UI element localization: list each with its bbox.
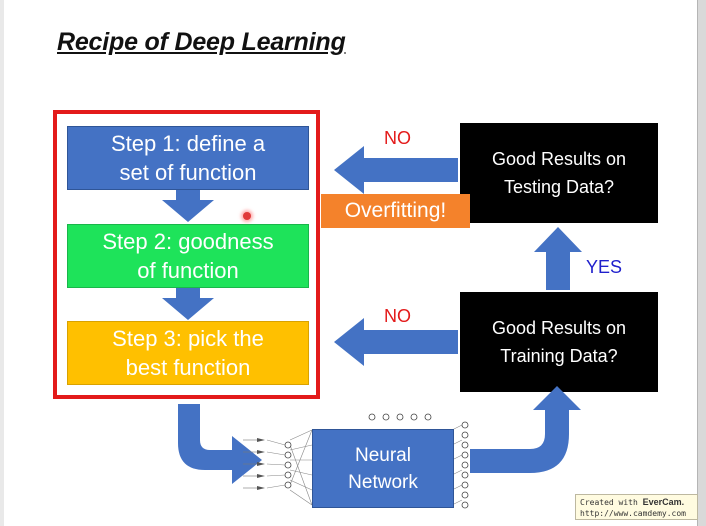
slide-title: Recipe of Deep Learning	[57, 28, 346, 56]
testing-line-2: Testing Data?	[503, 177, 615, 197]
nn-line-1: Neural	[355, 444, 411, 466]
network-nodes	[284, 413, 469, 509]
testing-data-decision: Good Results on Testing Data?	[460, 123, 658, 223]
step-3-line-2: best function	[125, 355, 251, 380]
watermark-brand: EverCam.	[642, 497, 685, 507]
step-2-box: Step 2: goodness of function	[67, 224, 309, 288]
step-1-line-1: Step 1: define a	[110, 131, 266, 156]
step-2-line-2: of function	[137, 258, 239, 283]
evercam-watermark[interactable]: Created with EverCam. http://www.camdemy…	[575, 494, 698, 520]
neural-network-box: Neural Network	[312, 429, 454, 508]
arrow-to-network	[178, 404, 262, 484]
training-line-2: Training Data?	[500, 346, 618, 366]
step-1-line-2: set of function	[119, 160, 257, 185]
window-edge-left	[0, 0, 4, 526]
no-label-testing: NO	[384, 128, 411, 148]
step-1-box: Step 1: define a set of function	[67, 126, 309, 190]
step-3-box: Step 3: pick the best function	[67, 321, 309, 385]
arrow-step2-to-step3	[162, 288, 214, 320]
watermark-prefix: Created with	[580, 498, 638, 507]
step-3-line-1: Step 3: pick the	[112, 326, 264, 351]
training-data-decision: Good Results on Training Data?	[460, 292, 658, 392]
training-line-1: Good Results on	[491, 318, 627, 338]
network-input-lines	[243, 439, 257, 489]
scrollbar-track[interactable]	[698, 0, 706, 526]
testing-line-1: Good Results on	[491, 149, 627, 169]
arrow-testing-no	[334, 146, 458, 194]
arrow-training-no	[334, 318, 458, 366]
overfitting-badge: Overfitting!	[321, 194, 470, 228]
arrow-training-yes	[534, 227, 582, 290]
yes-label: YES	[586, 257, 623, 277]
step-2-line-1: Step 2: goodness	[102, 229, 274, 254]
nn-line-2: Network	[348, 471, 418, 493]
arrow-network-to-training	[470, 386, 581, 473]
window-edge-line	[697, 0, 698, 526]
network-input-arrows	[257, 438, 265, 490]
arrow-step1-to-step2	[162, 190, 214, 222]
no-label-training: NO	[384, 306, 411, 326]
pointer-dot	[243, 212, 251, 220]
watermark-url: http://www.camdemy.com	[580, 509, 686, 518]
